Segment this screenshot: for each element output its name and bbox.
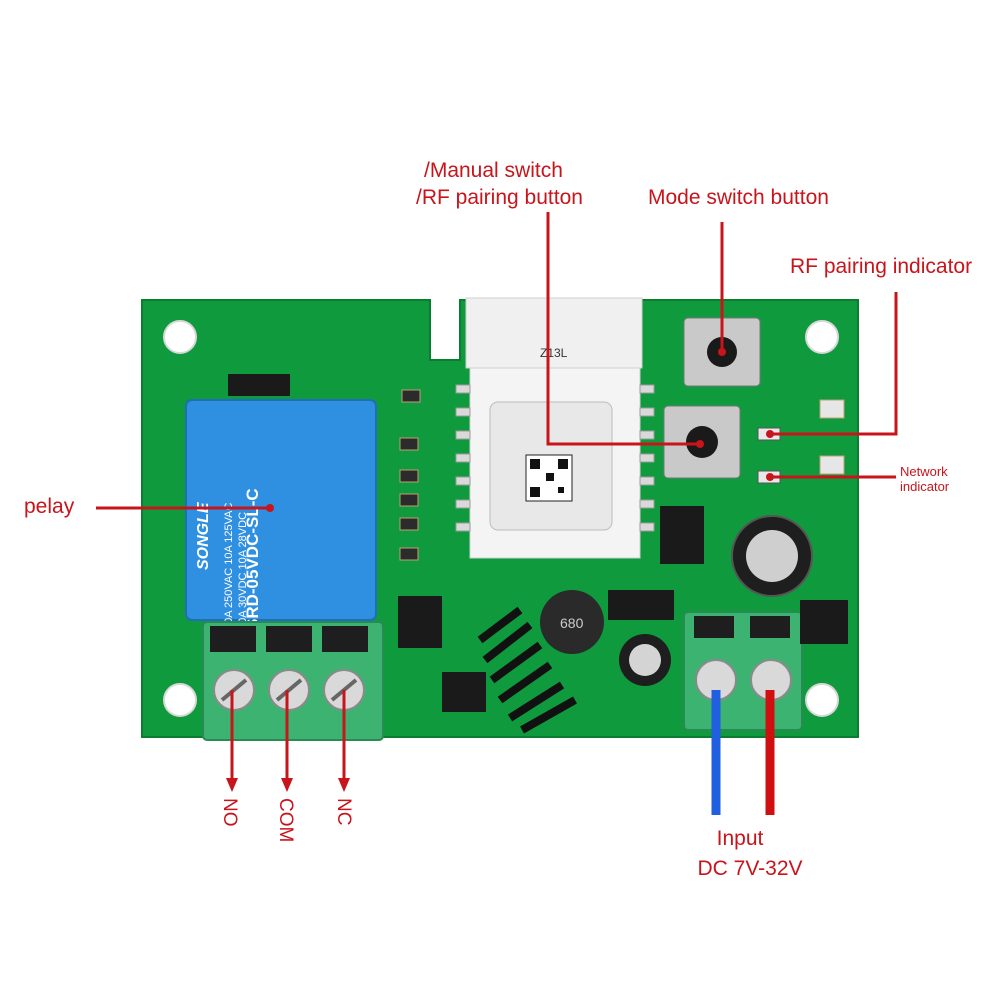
ic-chip — [442, 672, 486, 712]
mounting-hole — [163, 320, 197, 354]
manual-switch-leader — [546, 212, 700, 446]
relay-label: pelay — [24, 495, 75, 518]
network-indicator-label-line1: Network — [900, 464, 948, 479]
svg-text:10A 30VDC 10A 28VDC: 10A 30VDC 10A 28VDC — [237, 512, 249, 630]
module-code: Z13L — [540, 346, 568, 360]
diode — [608, 590, 674, 620]
mounting-hole — [163, 683, 197, 717]
terminal-com-label: COM — [275, 798, 296, 843]
network-indicator-label-line2: indicator — [900, 479, 950, 494]
svg-text:10A 250VAC 10A 125VAC: 10A 250VAC 10A 125VAC — [223, 503, 235, 630]
annotation-lines — [96, 212, 898, 780]
mode-switch-label: Mode switch button — [648, 186, 829, 209]
ic-chip — [398, 596, 442, 648]
ic-chip — [800, 600, 848, 644]
smd-components — [399, 389, 845, 561]
module-pads — [455, 384, 655, 532]
terminal-nc-label: NC — [333, 798, 354, 826]
manual-switch-label-line1: /Manual switch — [424, 159, 563, 182]
input-label-line2: DC 7V-32V — [697, 857, 803, 880]
input-label-line1: Input — [716, 827, 764, 850]
arrowheads — [226, 778, 350, 792]
svg-text:SONGLE: SONGLE — [195, 501, 212, 570]
diode — [228, 374, 290, 396]
relay-body — [185, 399, 377, 621]
inductor — [540, 590, 604, 654]
wireless-module-antenna — [465, 297, 643, 369]
terminal-no-label: NO — [219, 798, 240, 827]
relay-print: SRD-05VDC-SL-C 10A 250VAC 10A 125VAC 10A… — [195, 488, 262, 630]
rf-indicator-leader — [770, 292, 898, 436]
mounting-hole — [805, 320, 839, 354]
spring-antenna — [477, 606, 577, 734]
svg-text:SRD-05VDC-SL-C: SRD-05VDC-SL-C — [243, 488, 262, 630]
inductor-code: 680 — [560, 615, 584, 631]
manual-switch-label-line2: /RF pairing button — [416, 186, 583, 209]
mounting-hole — [805, 683, 839, 717]
rf-indicator-label: RF pairing indicator — [790, 255, 973, 278]
ic-chip — [660, 506, 704, 564]
